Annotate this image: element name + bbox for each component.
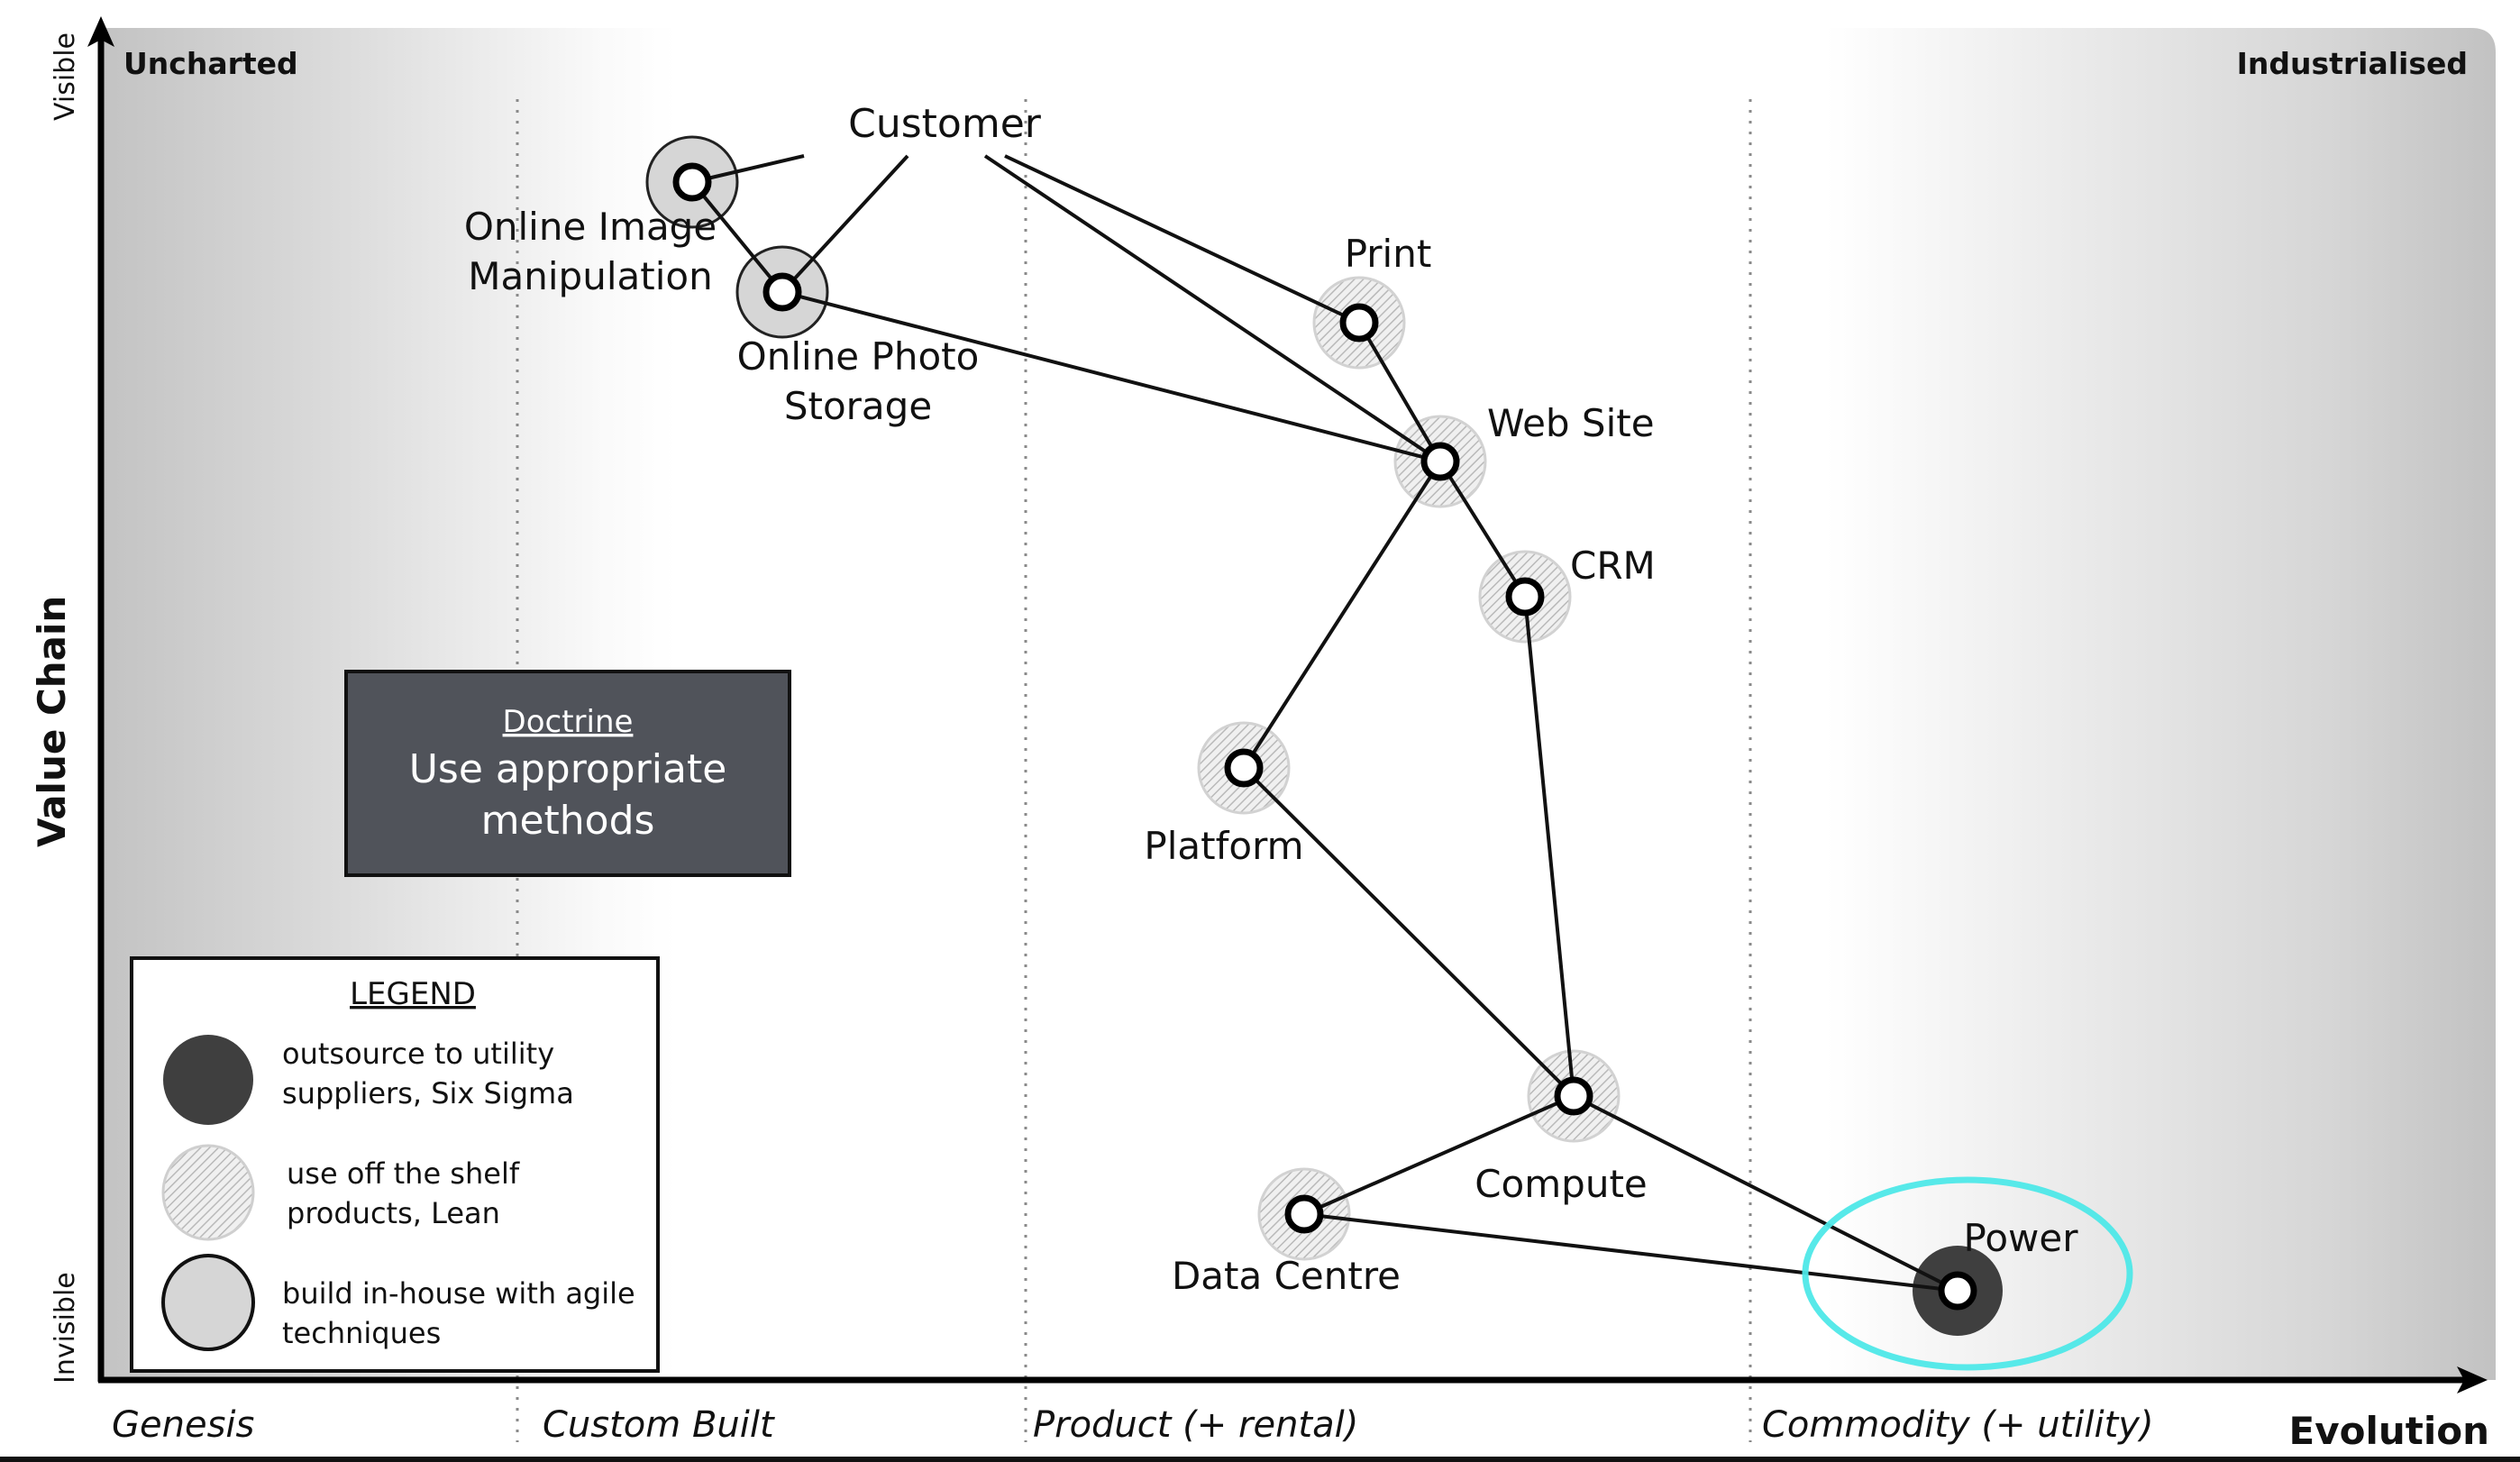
y-axis-bottom-label: Invisible (50, 1272, 81, 1384)
x-axis-arrow-icon (2457, 1366, 2488, 1393)
y-axis-arrow-icon (87, 16, 114, 47)
legend-product-swatch (161, 1144, 255, 1241)
component-node-oim[interactable] (672, 162, 712, 202)
legend-utility-line-1: outsource to utility (282, 1037, 554, 1071)
corner-label-uncharted: Uncharted (123, 46, 298, 81)
link-compute-power (1573, 1094, 1958, 1293)
component-node-crm[interactable] (1505, 577, 1545, 617)
stage-product: Product (+ rental) (1033, 1404, 1358, 1446)
legend-title: LEGEND (350, 976, 476, 1012)
link-print-website (1357, 321, 1442, 463)
component-label-datacentre: Data Centre (1172, 1254, 1401, 1298)
doctrine-line-1: Use appropriate (409, 746, 727, 792)
component-label-oim: Online Image (464, 205, 717, 249)
component-node-website[interactable] (1420, 442, 1460, 481)
stage-commodity: Commodity (+ utility) (1762, 1404, 2154, 1446)
link-crm-compute (1523, 596, 1575, 1097)
link-platform-compute (1242, 766, 1575, 1098)
component-node-print[interactable] (1339, 303, 1379, 343)
bottom-border (0, 1457, 2520, 1462)
component-label-compute: Compute (1475, 1162, 1648, 1206)
component-label-website: Web Site (1487, 401, 1655, 445)
legend-build-line-1: build in-house with agile (282, 1276, 635, 1311)
link-oim-ops (690, 180, 784, 294)
legend-build-swatch (161, 1254, 255, 1351)
link-datacentre-power (1303, 1212, 1958, 1293)
link-customer-ops (781, 154, 909, 294)
component-node-platform[interactable] (1224, 748, 1264, 788)
component-node-power[interactable] (1938, 1271, 1977, 1311)
stage-custom-built: Custom Built (543, 1404, 775, 1446)
component-node-compute[interactable] (1554, 1076, 1593, 1116)
link-website-platform (1242, 460, 1442, 770)
doctrine-line-2: methods (481, 798, 655, 844)
component-label-crm: CRM (1570, 544, 1656, 588)
legend-product-line-1: use off the shelf (287, 1156, 520, 1191)
doctrine-box: Doctrine Use appropriate methods (344, 670, 791, 877)
component-label-ops: Online Photo (737, 334, 980, 379)
legend-utility-swatch (163, 1035, 253, 1125)
map-background (102, 28, 2496, 1380)
link-customer-print (1004, 154, 1360, 324)
highlight-ellipse (1802, 1176, 2133, 1371)
component-label-print: Print (1345, 232, 1432, 276)
component-label-ops: Storage (784, 384, 932, 428)
corner-label-industrialised: Industrialised (2237, 46, 2468, 81)
component-node-datacentre[interactable] (1284, 1194, 1324, 1234)
doctrine-title: Doctrine (503, 704, 634, 740)
component-node-ops[interactable] (762, 272, 802, 312)
component-label-oim: Manipulation (468, 254, 712, 298)
link-customer-website (983, 154, 1442, 463)
legend-build-line-2: techniques (282, 1316, 441, 1350)
y-axis-label: Value Chain (30, 596, 74, 847)
x-axis-label: Evolution (2289, 1409, 2489, 1453)
component-label-power: Power (1964, 1216, 2079, 1260)
component-label-platform: Platform (1144, 824, 1303, 868)
link-website-crm (1438, 460, 1527, 599)
legend-product-line-2: products, Lean (287, 1196, 500, 1230)
legend: LEGEND outsource to utility suppliers, S… (130, 956, 660, 1373)
link-ops-website (781, 290, 1441, 463)
stage-genesis: Genesis (112, 1404, 254, 1446)
y-axis-top-label: Visible (50, 32, 81, 121)
dependency-links (690, 154, 1958, 1293)
link-compute-datacentre (1303, 1094, 1575, 1216)
anchor-customer[interactable]: Customer (848, 101, 1042, 147)
legend-utility-line-2: suppliers, Six Sigma (282, 1076, 574, 1110)
